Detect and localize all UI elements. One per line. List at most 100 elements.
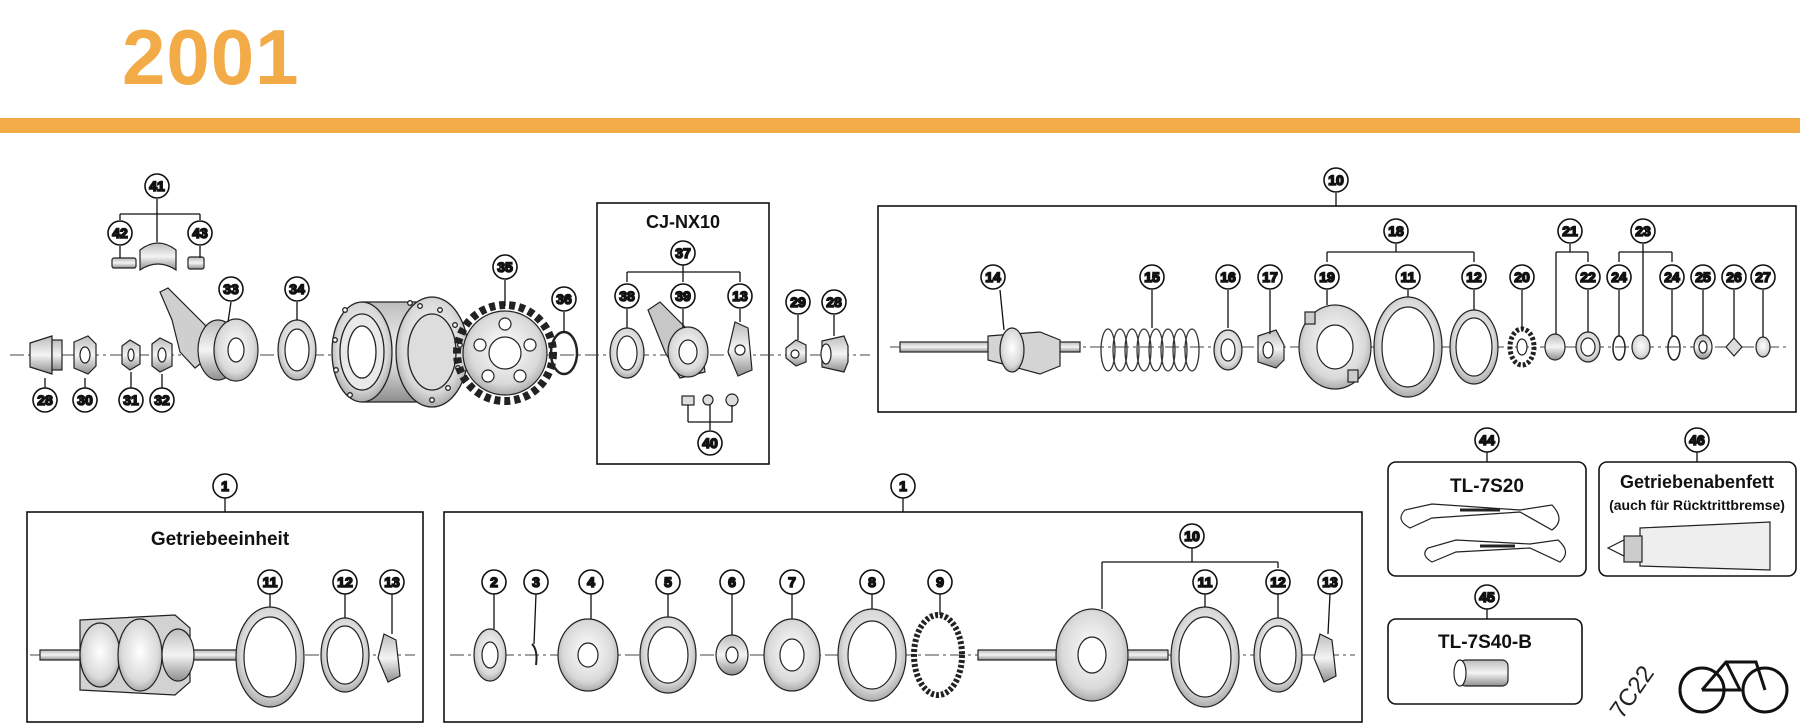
callout-5: 5 [655,569,681,595]
callout-28: 28 [32,387,58,413]
callout-40: 40 [697,430,723,456]
callout-26: 26 [1721,264,1747,290]
callout-2: 2 [481,569,507,595]
cj-nx10-box [596,202,770,465]
callout-7: 7 [779,569,805,595]
callout-35: 35 [492,254,518,280]
svg-text:15: 15 [1144,269,1160,285]
svg-text:30: 30 [77,392,93,408]
grease-subtitle: (auch für Rücktrittbremse) [1609,497,1785,513]
part-clutch-17 [1257,329,1285,369]
part-gear-unit-complete [39,606,401,708]
year-title: 2001 [122,13,300,101]
svg-text:37: 37 [675,245,691,261]
part-ball-ring-11 [1373,296,1443,398]
svg-text:2: 2 [490,574,498,590]
svg-text:22: 22 [1580,269,1596,285]
tl-7s40-b-box [1387,618,1583,705]
callout-14: 14 [980,264,1006,290]
callout-23: 23 [1630,218,1656,244]
callout-1-left: 1 [212,473,238,499]
callout-19: 19 [1314,264,1340,290]
part-dust-cap [277,319,317,381]
svg-text:45: 45 [1479,589,1495,605]
callout-15: 15 [1139,264,1165,290]
part-clamp-band [111,242,205,272]
callout-39: 39 [670,283,696,309]
svg-text:14: 14 [985,269,1001,285]
svg-text:12: 12 [1466,269,1482,285]
part-gear-components [473,606,1337,708]
bicycle-logo-icon [1678,660,1789,714]
svg-text:16: 16 [1220,269,1236,285]
callout-13-left: 13 [379,569,405,595]
callout-17: 17 [1257,264,1283,290]
tool-tl-7s40-b-icon [1453,659,1509,687]
callout-36: 36 [551,286,577,312]
part-dust-cap-12 [1449,309,1499,385]
svg-text:13: 13 [732,288,748,304]
part-cone-right [785,335,849,373]
svg-text:18: 18 [1388,223,1404,239]
svg-text:4: 4 [587,574,595,590]
callout-37: 37 [670,240,696,266]
callout-12-left: 12 [332,569,358,595]
internal-assembly-box [877,205,1797,413]
callout-28-right: 28 [821,289,847,315]
part-hub-axle [899,327,1081,375]
callout-25: 25 [1690,264,1716,290]
callout-1-right: 1 [890,473,916,499]
callout-30: 30 [72,387,98,413]
part-cassette-joint [609,301,753,407]
svg-text:1: 1 [221,478,229,494]
grease-tube-icon [1606,521,1771,571]
cj-nx10-label: CJ-NX10 [646,212,720,232]
svg-text:21: 21 [1562,223,1578,239]
wrench-tl-7s20-icon [1400,503,1567,563]
svg-text:29: 29 [790,294,806,310]
part-spring [1100,328,1200,372]
callout-10-bottom: 10 [1179,523,1205,549]
svg-text:12: 12 [337,574,353,590]
svg-text:7: 7 [788,574,796,590]
svg-text:44: 44 [1479,432,1495,448]
svg-text:19: 19 [1319,269,1335,285]
callout-24-a: 24 [1606,264,1632,290]
svg-text:13: 13 [384,574,400,590]
svg-text:28: 28 [37,392,53,408]
callout-31: 31 [118,387,144,413]
callout-44: 44 [1474,427,1500,453]
callout-3: 3 [523,569,549,595]
svg-text:17: 17 [1262,269,1278,285]
callout-13-bottom: 13 [1317,569,1343,595]
svg-text:35: 35 [497,259,513,275]
part-sprocket [453,301,557,405]
callout-27: 27 [1750,264,1776,290]
tl-7s20-label: TL-7S20 [1450,476,1524,497]
callout-41: 41 [144,173,170,199]
svg-text:42: 42 [112,225,128,241]
svg-text:31: 31 [123,392,139,408]
callout-34: 34 [284,276,310,302]
grease-title: Getriebenabenfett [1620,472,1774,492]
callout-38: 38 [614,283,640,309]
svg-text:43: 43 [192,225,208,241]
svg-text:10: 10 [1328,172,1344,188]
callout-9: 9 [927,569,953,595]
svg-text:40: 40 [702,435,718,451]
callout-11-left: 11 [257,569,283,595]
part-hub-shell [331,296,469,408]
callout-16: 16 [1215,264,1241,290]
callout-46: 46 [1684,427,1710,453]
svg-text:20: 20 [1514,269,1530,285]
part-carrier-19 [1298,304,1372,390]
part-brake-arm [159,287,259,382]
svg-text:27: 27 [1755,269,1771,285]
svg-text:24: 24 [1664,269,1680,285]
svg-text:10: 10 [1184,528,1200,544]
svg-text:23: 23 [1635,223,1651,239]
tl-7s40-b-label: TL-7S40-B [1438,632,1532,653]
svg-text:38: 38 [619,288,635,304]
svg-text:26: 26 [1726,269,1742,285]
